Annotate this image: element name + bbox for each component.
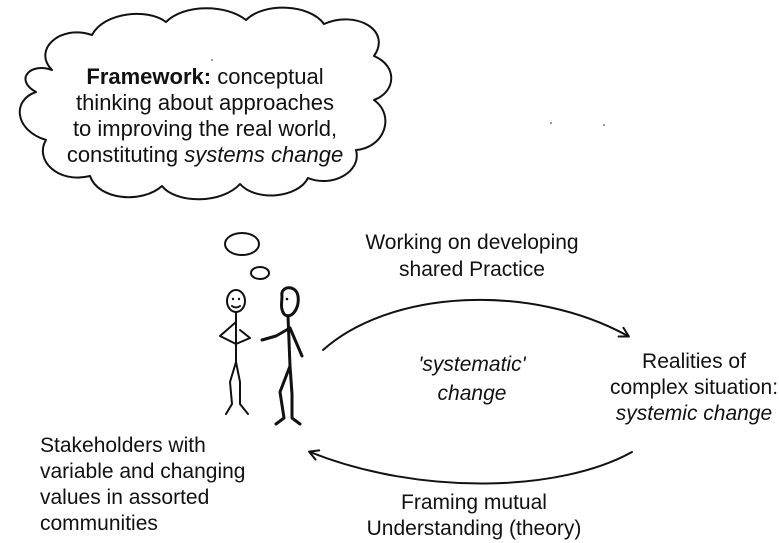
figure-right-arm [260, 326, 292, 342]
thought-bubble-small [250, 266, 270, 280]
cloud-line-1-rest: conceptual [211, 64, 324, 89]
bottom-arc-arrow [308, 449, 633, 485]
thought-cloud-outline [18, 6, 393, 201]
thought-cloud: Framework: conceptual thinking about app… [18, 6, 393, 201]
stakeholder-figure-left [219, 289, 251, 415]
figure-left-eye [237, 297, 241, 301]
center-label-line-1: 'systematic' [418, 353, 526, 376]
bottom-arc-label-line-1: Framing mutual [401, 491, 547, 514]
right-label-line-1: Realities of [642, 350, 746, 373]
figure-right-arm [288, 326, 304, 358]
bottom-arc-label-line-2: Understanding (theory) [367, 517, 582, 540]
speck-dot [603, 124, 605, 126]
cloud-line-3: to improving the real world, [73, 116, 337, 141]
right-label-line-3: systemic change [616, 402, 772, 425]
stakeholders-label-line-1: Stakeholders with [40, 434, 206, 457]
figure-left-arms [219, 321, 251, 345]
stakeholder-figure-right [260, 286, 304, 426]
thought-bubble-large [224, 232, 260, 256]
figure-left-leg [235, 361, 249, 415]
cloud-title: Framework: [86, 64, 211, 89]
stakeholders-label-line-3: values in assorted [40, 486, 209, 509]
figure-left-leg [225, 361, 237, 415]
cloud-line-4-plain: constituting [67, 142, 184, 167]
stakeholders-label-line-4: communities [40, 512, 158, 535]
figure-right-eye [285, 297, 289, 301]
figure-right-body [286, 314, 292, 368]
cloud-line-4-italic: systems change [184, 142, 343, 167]
speck-dot [211, 59, 213, 61]
figure-left-mouth [231, 305, 241, 309]
right-label-line-2: complex situation: [610, 376, 778, 399]
figure-right-head [280, 286, 300, 318]
figure-right-leg [274, 364, 292, 426]
stakeholders-label-line-2: variable and changing [40, 460, 246, 483]
top-arc-label-line-1: Working on developing [365, 231, 578, 254]
speck-dot [550, 122, 552, 124]
top-arc-arrow [322, 298, 630, 351]
cloud-line-2: thinking about approaches [76, 90, 334, 115]
center-label-line-2: change [438, 382, 507, 405]
figure-left-eye [231, 297, 235, 301]
figure-left-head [226, 289, 246, 313]
cloud-line-1: Framework: conceptual [86, 64, 323, 89]
cloud-line-4: constituting systems change [67, 142, 343, 167]
top-arc-label-line-2: shared Practice [399, 258, 545, 281]
figure-right-leg [288, 364, 302, 426]
